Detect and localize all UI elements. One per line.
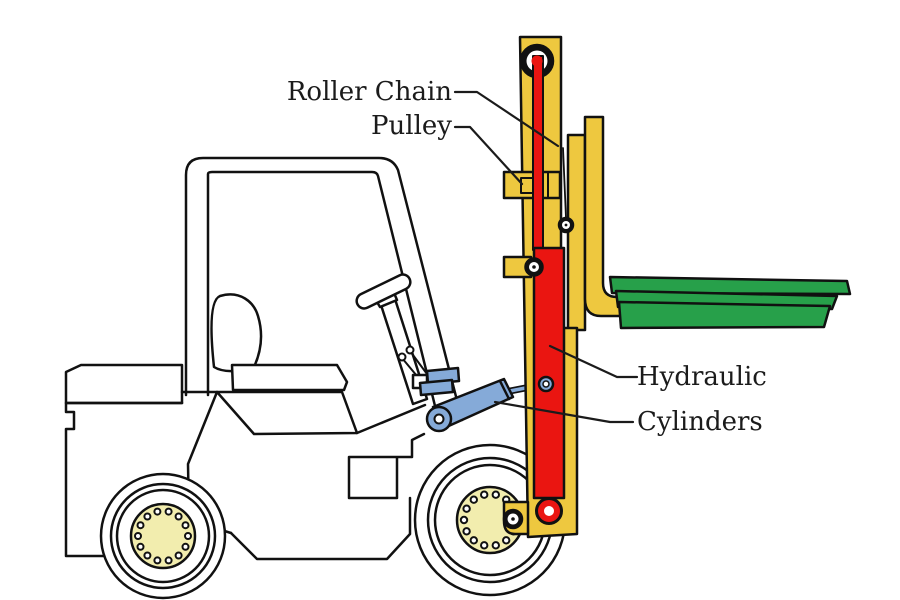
- carriage-chain-pulley: [557, 147, 575, 234]
- load-platform: [608, 275, 852, 330]
- operator-seat: [210, 293, 349, 392]
- valve-blocks: [411, 366, 461, 397]
- step-notch: [347, 432, 426, 500]
- leader-pulley: [453, 125, 524, 186]
- counterweight-box: [64, 363, 184, 405]
- bottom-bracket-pulley: [502, 500, 530, 536]
- label-cylinders: Cylinders: [637, 407, 763, 437]
- leader-hydraulic: [548, 344, 639, 379]
- tilt-cylinder: [425, 377, 550, 433]
- tilt-rod-pin: [537, 375, 555, 393]
- leader-cylinders: [493, 400, 635, 424]
- roller-chain: [532, 55, 544, 251]
- steering-wheel: [355, 273, 412, 310]
- rear-wheel: [99, 472, 227, 600]
- platform-slab-top: [608, 275, 852, 296]
- control-levers: [397, 345, 428, 383]
- label-hydraulic: Hydraulic: [637, 362, 767, 392]
- mast-assembly: [502, 35, 852, 539]
- leader-roller-chain: [453, 90, 560, 148]
- rear-chassis: [64, 401, 184, 558]
- label-pulley: Pulley: [371, 111, 452, 141]
- inner-mast-column: [566, 133, 587, 332]
- hydraulic-cylinder: [532, 246, 566, 500]
- rear-wheel-lugs: [134, 507, 192, 565]
- leader-lines: [453, 90, 639, 424]
- overhead-guard: [184, 156, 464, 422]
- platform-slab-bottom: [617, 300, 832, 330]
- mid-bracket-pulley: [502, 255, 544, 279]
- label-roller-chain: Roller Chain: [286, 77, 452, 107]
- seat-backrest: [210, 293, 263, 373]
- seat-cushion: [230, 363, 349, 392]
- seat-pedestal: [215, 390, 359, 436]
